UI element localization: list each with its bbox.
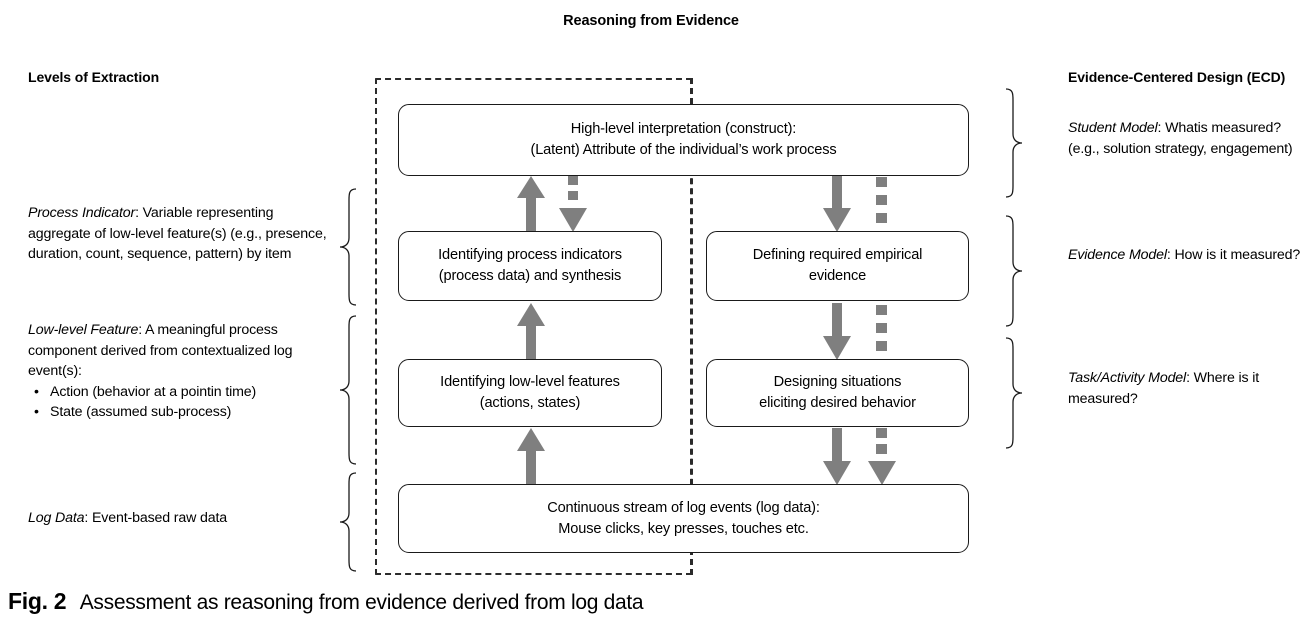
up-arrow-bottom-to-low-left bbox=[515, 428, 547, 485]
box-designing-situations: Designing situations eliciting desired b… bbox=[706, 359, 969, 427]
list-item: Action (behavior at a pointin time) bbox=[28, 382, 328, 403]
up-arrow-mid-to-top-left bbox=[515, 176, 547, 232]
low-level-feature-bullet-list: Action (behavior at a pointin time) Stat… bbox=[28, 382, 328, 423]
box-designing-situations-text: Designing situations eliciting desired b… bbox=[759, 374, 916, 411]
figure-caption-label: Fig. 2 bbox=[8, 588, 67, 614]
down-dashed-low-to-bottom-right bbox=[865, 428, 899, 485]
down-dashed-mid-to-low-right bbox=[871, 303, 895, 360]
label-low-level-feature: Low-level Feature: A meaningful process … bbox=[28, 320, 328, 423]
right-column-heading: Evidence-Centered Design (ECD) bbox=[1068, 69, 1286, 85]
label-evidence-model-question: How is it measured? bbox=[1174, 247, 1301, 263]
up-arrow-low-to-mid-left bbox=[515, 303, 547, 360]
brace-low-level-feature bbox=[338, 315, 360, 465]
box-identifying-process-indicators: Identifying process indicators (process … bbox=[398, 231, 662, 301]
left-column-heading: Levels of Extraction bbox=[28, 69, 160, 85]
figure-caption-text: Assessment as reasoning from evidence de… bbox=[79, 591, 644, 614]
label-low-level-feature-separator: : bbox=[138, 322, 146, 338]
box-high-level-interpretation: High-level interpretation (construct): (… bbox=[398, 104, 969, 176]
label-low-level-feature-term: Low-level Feature bbox=[28, 322, 139, 338]
label-log-data: Log Data: Event-based raw data bbox=[28, 508, 328, 529]
brace-log-data bbox=[338, 472, 360, 572]
box-high-level-interpretation-text: High-level interpretation (construct): (… bbox=[530, 121, 837, 158]
box-identifying-low-level-features-text: Identifying low-level features (actions,… bbox=[440, 374, 620, 411]
list-item: State (assumed sub-process) bbox=[28, 402, 328, 423]
label-log-data-separator: : bbox=[84, 510, 92, 526]
label-task-activity-model-separator: : bbox=[1186, 370, 1194, 386]
down-dashed-top-to-mid-right bbox=[871, 176, 895, 232]
column-divider-dashed-line bbox=[691, 78, 693, 575]
brace-evidence-model bbox=[1002, 215, 1024, 327]
down-arrow-mid-to-low-right bbox=[821, 303, 853, 360]
box-defining-required-empirical-evidence: Defining required empirical evidence bbox=[706, 231, 969, 301]
label-process-indicator-description: Variable representing aggregate of low-l… bbox=[28, 205, 327, 262]
label-task-activity-model-question: Where is it measured? bbox=[1068, 370, 1260, 407]
label-task-activity-model-term: Task/Activity Model bbox=[1068, 370, 1187, 386]
label-process-indicator: Process Indicator: Variable representing… bbox=[28, 203, 328, 265]
box-defining-required-empirical-evidence-text: Defining required empirical evidence bbox=[752, 247, 923, 284]
label-student-model-separator: : bbox=[1157, 120, 1166, 136]
label-low-level-feature-description: A meaningful process component derived f… bbox=[28, 322, 293, 379]
box-continuous-stream-of-log-events: Continuous stream of log events (log dat… bbox=[398, 484, 969, 553]
figure-title: Reasoning from Evidence bbox=[563, 13, 739, 29]
label-student-model-term: Student Model bbox=[1068, 120, 1158, 136]
label-process-indicator-term: Process Indicator bbox=[28, 205, 136, 221]
label-log-data-description: Event-based raw data bbox=[91, 510, 228, 526]
brace-student-model bbox=[1002, 88, 1024, 198]
label-student-model-example: (e.g., solution strategy, engagement) bbox=[1068, 140, 1293, 157]
label-evidence-model-separator: : bbox=[1166, 247, 1175, 263]
label-student-model-question: Whatis measured? bbox=[1165, 120, 1282, 136]
label-task-activity-model: Task/Activity Model: Where is it measure… bbox=[1068, 368, 1302, 409]
label-process-indicator-separator: : bbox=[135, 205, 143, 221]
down-arrow-top-to-mid-right bbox=[821, 176, 853, 232]
down-arrow-low-to-bottom-right bbox=[821, 428, 853, 485]
down-arrow-top-to-mid-left bbox=[557, 176, 589, 232]
figure-caption: Fig. 2 Assessment as reasoning from evid… bbox=[8, 588, 1298, 615]
brace-process-indicator bbox=[338, 188, 360, 306]
label-log-data-term: Log Data bbox=[28, 510, 85, 526]
label-student-model: Student Model: Whatis measured? (e.g., s… bbox=[1068, 118, 1302, 159]
box-continuous-stream-of-log-events-text: Continuous stream of log events (log dat… bbox=[547, 499, 820, 537]
box-identifying-process-indicators-text: Identifying process indicators (process … bbox=[438, 247, 622, 284]
label-evidence-model-term: Evidence Model bbox=[1068, 247, 1167, 263]
box-identifying-low-level-features: Identifying low-level features (actions,… bbox=[398, 359, 662, 427]
brace-task-activity-model bbox=[1002, 337, 1024, 449]
label-evidence-model: Evidence Model: How is it measured? bbox=[1068, 245, 1302, 266]
